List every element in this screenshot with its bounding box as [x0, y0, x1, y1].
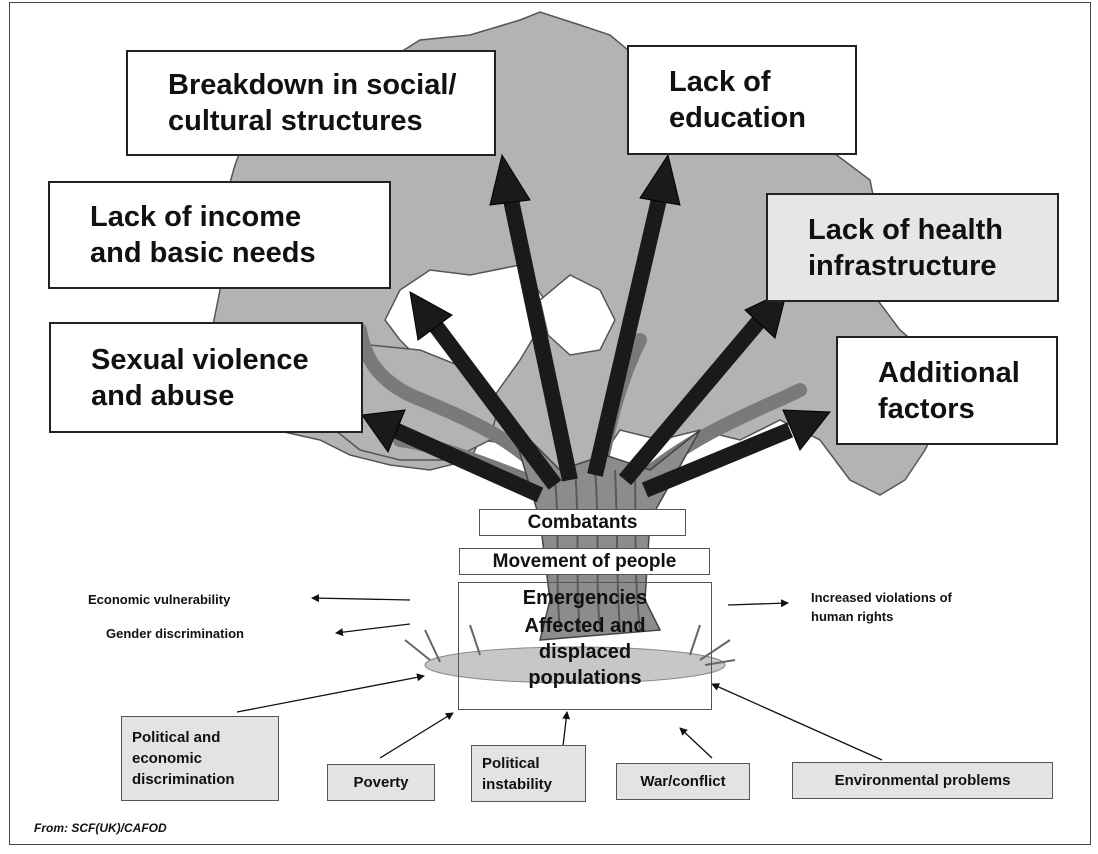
- ground-ellipse: [424, 646, 726, 684]
- arrow-to-sexual-violence: [361, 409, 544, 503]
- arrow-to-economic: [311, 594, 411, 603]
- label-gender-discrimination: Gender discrimination: [106, 626, 244, 641]
- label-human-rights: Increased violations of human rights: [811, 590, 952, 624]
- arrow-to-additional: [641, 409, 831, 498]
- band-combatants: Combatants: [479, 509, 686, 536]
- arrow-from-poverty: [379, 712, 454, 759]
- effect-sexual-violence: Sexual violence and abuse: [49, 322, 363, 433]
- band-movement: Movement of people: [459, 548, 710, 575]
- cause-environmental: Environmental problems: [792, 762, 1053, 799]
- emergencies-title: Emergencies: [522, 587, 648, 609]
- label-economic-vulnerability: Economic vulnerability: [88, 592, 231, 607]
- source-note: From: SCF(UK)/CAFOD: [34, 821, 167, 835]
- cause-poverty: Poverty: [327, 764, 435, 801]
- arrow-from-environmental: [711, 683, 883, 761]
- effect-breakdown: Breakdown in social/ cultural structures: [126, 50, 496, 156]
- effect-additional: Additional factors: [836, 336, 1058, 445]
- effect-education: Lack of education: [627, 45, 857, 155]
- cause-war-conflict: War/conflict: [616, 763, 750, 800]
- thin-arrows: [236, 594, 883, 761]
- arrow-from-instability: [562, 711, 571, 747]
- canopy-gap-mid: [539, 274, 616, 356]
- arrow-to-income: [409, 291, 562, 490]
- arrow-from-political-economic: [236, 673, 425, 713]
- effect-income: Lack of income and basic needs: [48, 181, 391, 289]
- affected-populations: Affected and displaced populations: [524, 615, 646, 689]
- arrow-from-war: [679, 727, 713, 759]
- effect-arrows: [361, 153, 831, 503]
- arrow-to-breakdown: [489, 153, 578, 482]
- arrow-to-education: [587, 153, 681, 477]
- effect-health: Lack of health infrastructure: [766, 193, 1059, 302]
- figure-frame: [9, 2, 1091, 845]
- grass: [404, 624, 736, 666]
- arrow-to-gender: [335, 623, 411, 637]
- band-emergencies: Emergencies Affected and displaced popul…: [458, 582, 712, 710]
- cause-political-economic: Political and economic discrimination: [121, 716, 279, 801]
- arrow-to-violations: [727, 599, 789, 608]
- cause-political-instability: Political instability: [471, 745, 586, 802]
